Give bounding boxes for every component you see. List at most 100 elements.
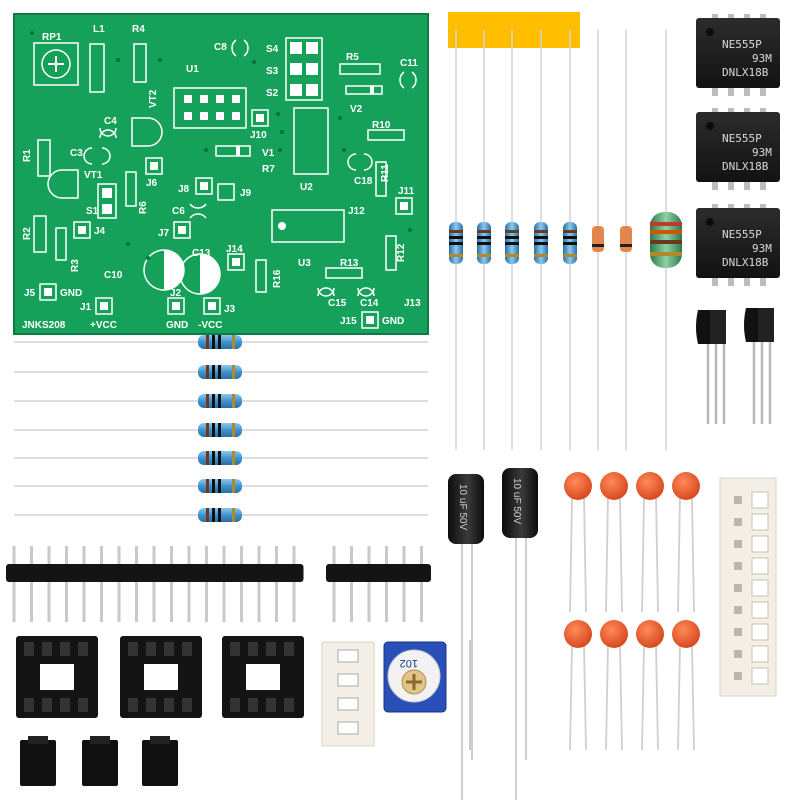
resistor-horizontal — [14, 508, 428, 522]
pcb-board: RP1 L1 R4 C8 U1 S4 S3 S2 R5 C11 V2 — [13, 13, 429, 335]
silk-j3: J3 — [224, 304, 236, 315]
tape-hole — [734, 606, 742, 614]
resistor-horizontal — [14, 335, 428, 349]
ecap-marking: 10 uF 50V — [511, 478, 522, 524]
resistor-horizontal — [14, 451, 428, 465]
electrolytic-capacitor: 10 uF 50V — [502, 468, 538, 800]
resistor-vertical — [505, 222, 519, 264]
silk-vcc-minus: -VCC — [198, 320, 222, 331]
silk-gnd-3: GND — [382, 316, 404, 327]
inductor — [650, 212, 682, 268]
silk-c4: C4 — [104, 116, 117, 127]
tape-hole — [734, 562, 742, 570]
resistor-row-horizontal — [14, 335, 428, 522]
resistor-vertical — [477, 222, 491, 264]
resistor-horizontal — [14, 423, 428, 437]
silk-c14: C14 — [360, 298, 379, 309]
silk-s3: S3 — [266, 66, 279, 77]
ic-socket — [16, 636, 98, 718]
transistor-pair — [696, 308, 774, 424]
silk-l1: L1 — [93, 24, 105, 35]
silk-u3: U3 — [298, 258, 311, 269]
silk-r7: R7 — [262, 164, 275, 175]
silk-board-name: JNKS208 — [22, 320, 66, 331]
electrolytic-capacitor: 10 uF 50V — [448, 474, 484, 800]
silk-s2: S2 — [266, 88, 279, 99]
ic-marking-line1: NE555P — [722, 38, 762, 51]
ecap-marking: 10 uF 50V — [457, 484, 468, 530]
tape-pocket — [751, 535, 769, 553]
vertical-components — [449, 30, 682, 450]
ic-group: NE555P93MDNLX18BNE555P93MDNLX18BNE555P93… — [696, 14, 780, 286]
silk-u1: U1 — [186, 64, 199, 75]
silk-vt2: VT2 — [148, 89, 159, 108]
trimmer-potentiometer: 102 — [383, 640, 471, 750]
ceramic-capacitor — [600, 472, 628, 613]
silk-j10: J10 — [250, 130, 267, 141]
tape-hole — [734, 650, 742, 658]
tape-pocket — [751, 601, 769, 619]
tape-pocket — [751, 579, 769, 597]
tape-pocket — [751, 667, 769, 685]
ic-socket — [120, 636, 202, 718]
smd-tape-small — [321, 641, 375, 747]
tape-label — [448, 12, 580, 48]
silk-j4: J4 — [94, 226, 106, 237]
tape-hole — [734, 628, 742, 636]
tape-pocket — [751, 513, 769, 531]
resistor-horizontal — [14, 394, 428, 408]
silk-r10: R10 — [372, 120, 391, 131]
jumper-cap-2 — [82, 736, 118, 786]
ceramic-capacitor — [672, 472, 700, 613]
transistor-2 — [744, 308, 774, 424]
tape-pocket — [751, 491, 769, 509]
diode — [592, 226, 604, 252]
tape-pocket — [751, 645, 769, 663]
silk-j8: J8 — [178, 184, 190, 195]
silk-c8: C8 — [214, 42, 227, 53]
ic-marking-line2: 93M — [752, 242, 772, 255]
silk-j15: J15 — [340, 316, 357, 327]
silk-j13: J13 — [404, 298, 421, 309]
silk-vcc-plus: +VCC — [90, 320, 117, 331]
silk-j14: J14 — [226, 244, 243, 255]
silk-r2: R2 — [22, 227, 33, 240]
tape-hole — [734, 584, 742, 592]
pin-headers — [6, 546, 431, 622]
trimmer-value-text: 102 — [400, 657, 418, 669]
ic-marking-line3: DNLX18B — [722, 256, 769, 269]
silk-j7: J7 — [158, 228, 170, 239]
ic-marking-line3: DNLX18B — [722, 160, 769, 173]
jumper-cap-3 — [142, 736, 178, 786]
ic-marking-line1: NE555P — [722, 228, 762, 241]
ic-socket — [222, 636, 304, 718]
silk-r6: R6 — [138, 201, 149, 214]
diode — [620, 226, 632, 252]
tape-hole — [734, 540, 742, 548]
ic-marking-line3: DNLX18B — [722, 66, 769, 79]
ceramic-capacitor — [564, 472, 592, 613]
silk-s4: S4 — [266, 44, 279, 55]
pin-header-long — [6, 546, 304, 622]
silk-r13: R13 — [340, 258, 359, 269]
silk-r12: R12 — [396, 243, 407, 262]
jumper-cap-1 — [20, 736, 56, 786]
silk-j11: J11 — [398, 186, 415, 197]
silk-rp1: RP1 — [42, 32, 62, 43]
electrolytic-capacitors: 10 uF 50V 10 uF 50V — [448, 468, 538, 800]
resistor-vertical — [534, 222, 548, 264]
transistor-1 — [696, 310, 726, 424]
silk-j6: J6 — [146, 178, 158, 189]
smd-tape-strip — [719, 477, 777, 697]
silk-s1: S1 — [86, 206, 99, 217]
ceramic-capacitor — [564, 620, 592, 751]
tape-pocket — [751, 557, 769, 575]
resistor-horizontal — [14, 365, 428, 379]
tape-hole — [734, 672, 742, 680]
silk-c6: C6 — [172, 206, 185, 217]
resistor-horizontal — [14, 479, 428, 493]
silk-j12: J12 — [348, 206, 365, 217]
